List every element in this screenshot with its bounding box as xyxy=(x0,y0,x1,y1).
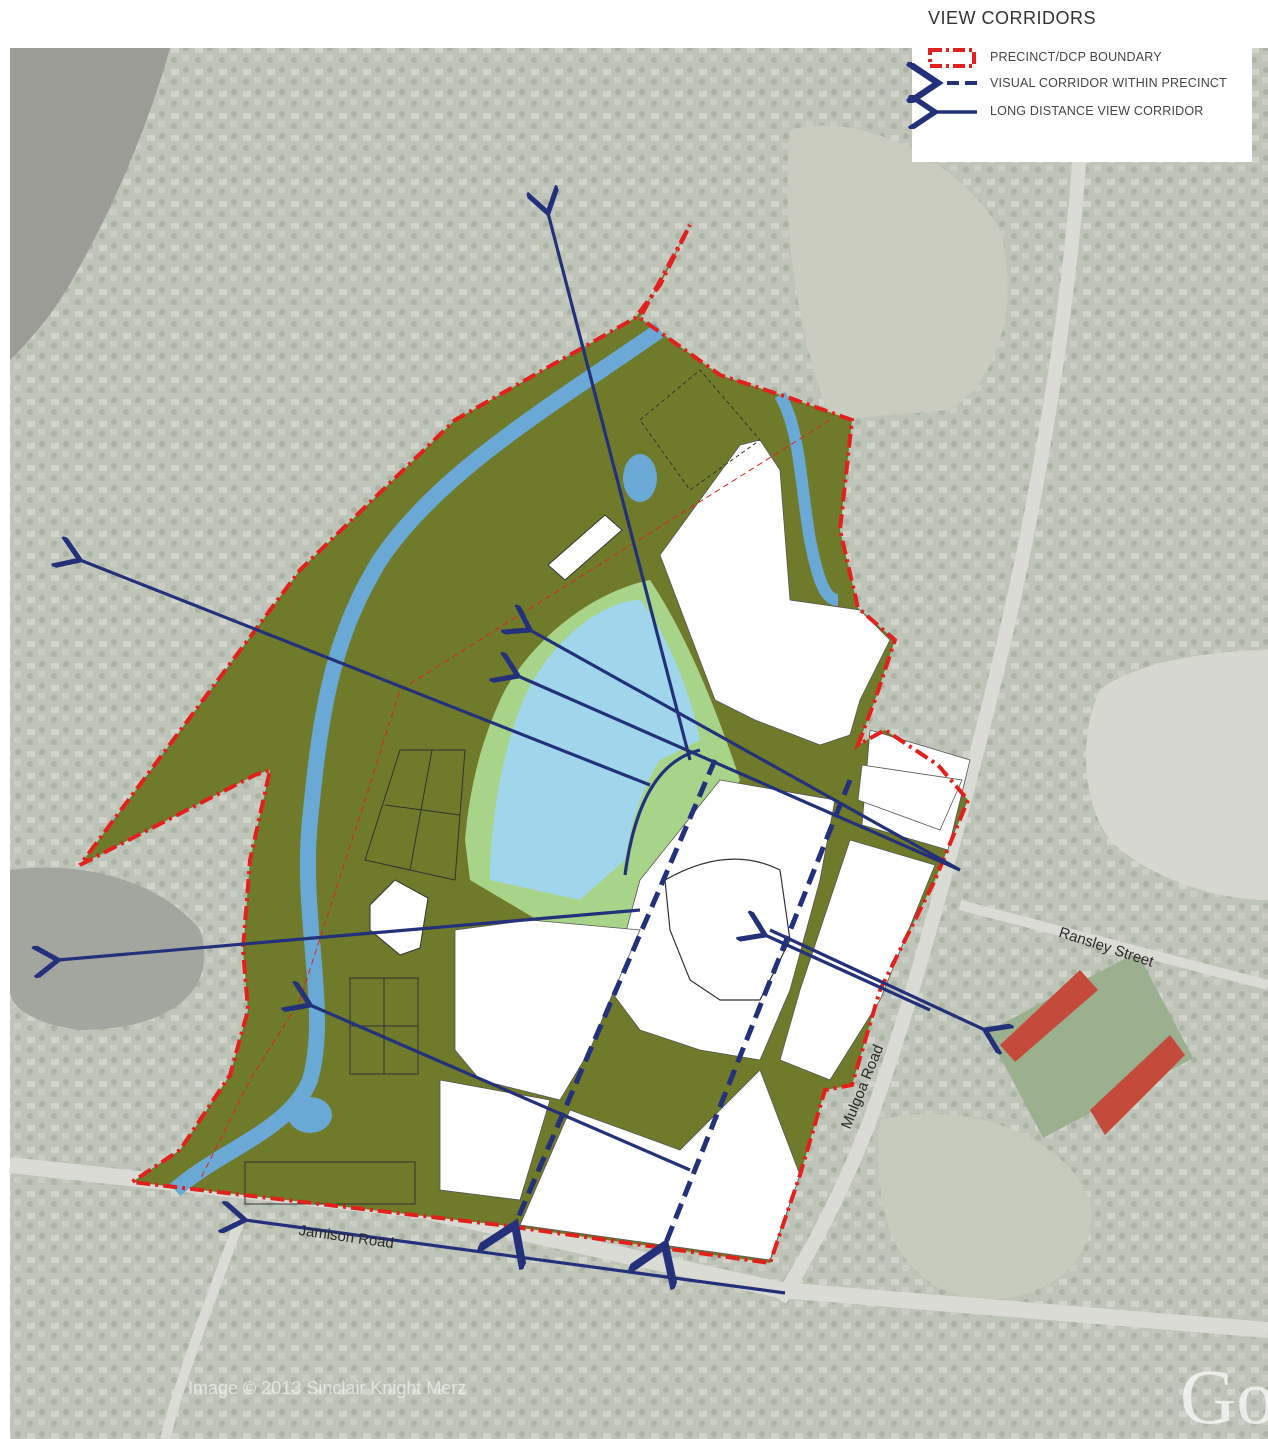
corridor-curve xyxy=(623,748,701,876)
corridor-lake-2 xyxy=(518,676,961,872)
block-east-2 xyxy=(857,764,963,831)
open-field-north xyxy=(787,125,1008,420)
legend-item-visual-corridor: VISUAL CORRIDOR WITHIN PRECINCT xyxy=(990,76,1227,90)
corridor-dashed-east xyxy=(665,779,853,1245)
ransley-street xyxy=(958,900,1268,990)
lake xyxy=(10,867,205,1030)
corridor-ransley-in xyxy=(765,935,931,1012)
corridor-north-west xyxy=(80,560,651,787)
park-building-south xyxy=(369,879,429,956)
precinct-corridors xyxy=(515,759,853,1245)
corridor-lake-1 xyxy=(530,630,961,872)
image-credit: Image © 2013 Sinclair Knight Merz xyxy=(188,1378,467,1398)
block-east-3 xyxy=(779,839,936,1081)
creek-east xyxy=(774,392,840,606)
sports-fields xyxy=(244,369,761,1205)
corridor-north xyxy=(548,213,692,761)
lake-water xyxy=(490,600,700,900)
oval-south xyxy=(878,1113,1092,1300)
creek xyxy=(169,323,665,1197)
legend-title: VIEW CORRIDORS xyxy=(928,8,1097,28)
map-provider-logo: Go xyxy=(1180,1353,1268,1439)
side-road-south xyxy=(160,1218,245,1439)
inner-line xyxy=(199,419,831,1181)
stadium-stand-east xyxy=(1090,1035,1185,1135)
corridor-creek xyxy=(310,1005,691,1172)
river xyxy=(10,48,170,360)
stadium-stand-west xyxy=(1000,970,1098,1062)
corridor-west xyxy=(58,908,641,960)
left-margin xyxy=(0,0,10,1439)
legend-item-long-distance: LONG DISTANCE VIEW CORRIDOR xyxy=(990,104,1204,118)
main-building xyxy=(664,858,791,1001)
corridor-dashed-west xyxy=(515,759,718,1225)
legend-item-boundary: PRECINCT/DCP BOUNDARY xyxy=(990,50,1162,64)
park-building-north xyxy=(547,514,623,581)
corridor-ransley-out xyxy=(769,928,985,1030)
precinct-boundary xyxy=(78,224,971,1266)
racecourse xyxy=(1086,650,1268,900)
stadium-field xyxy=(986,952,1194,1138)
pond-north xyxy=(623,454,657,502)
